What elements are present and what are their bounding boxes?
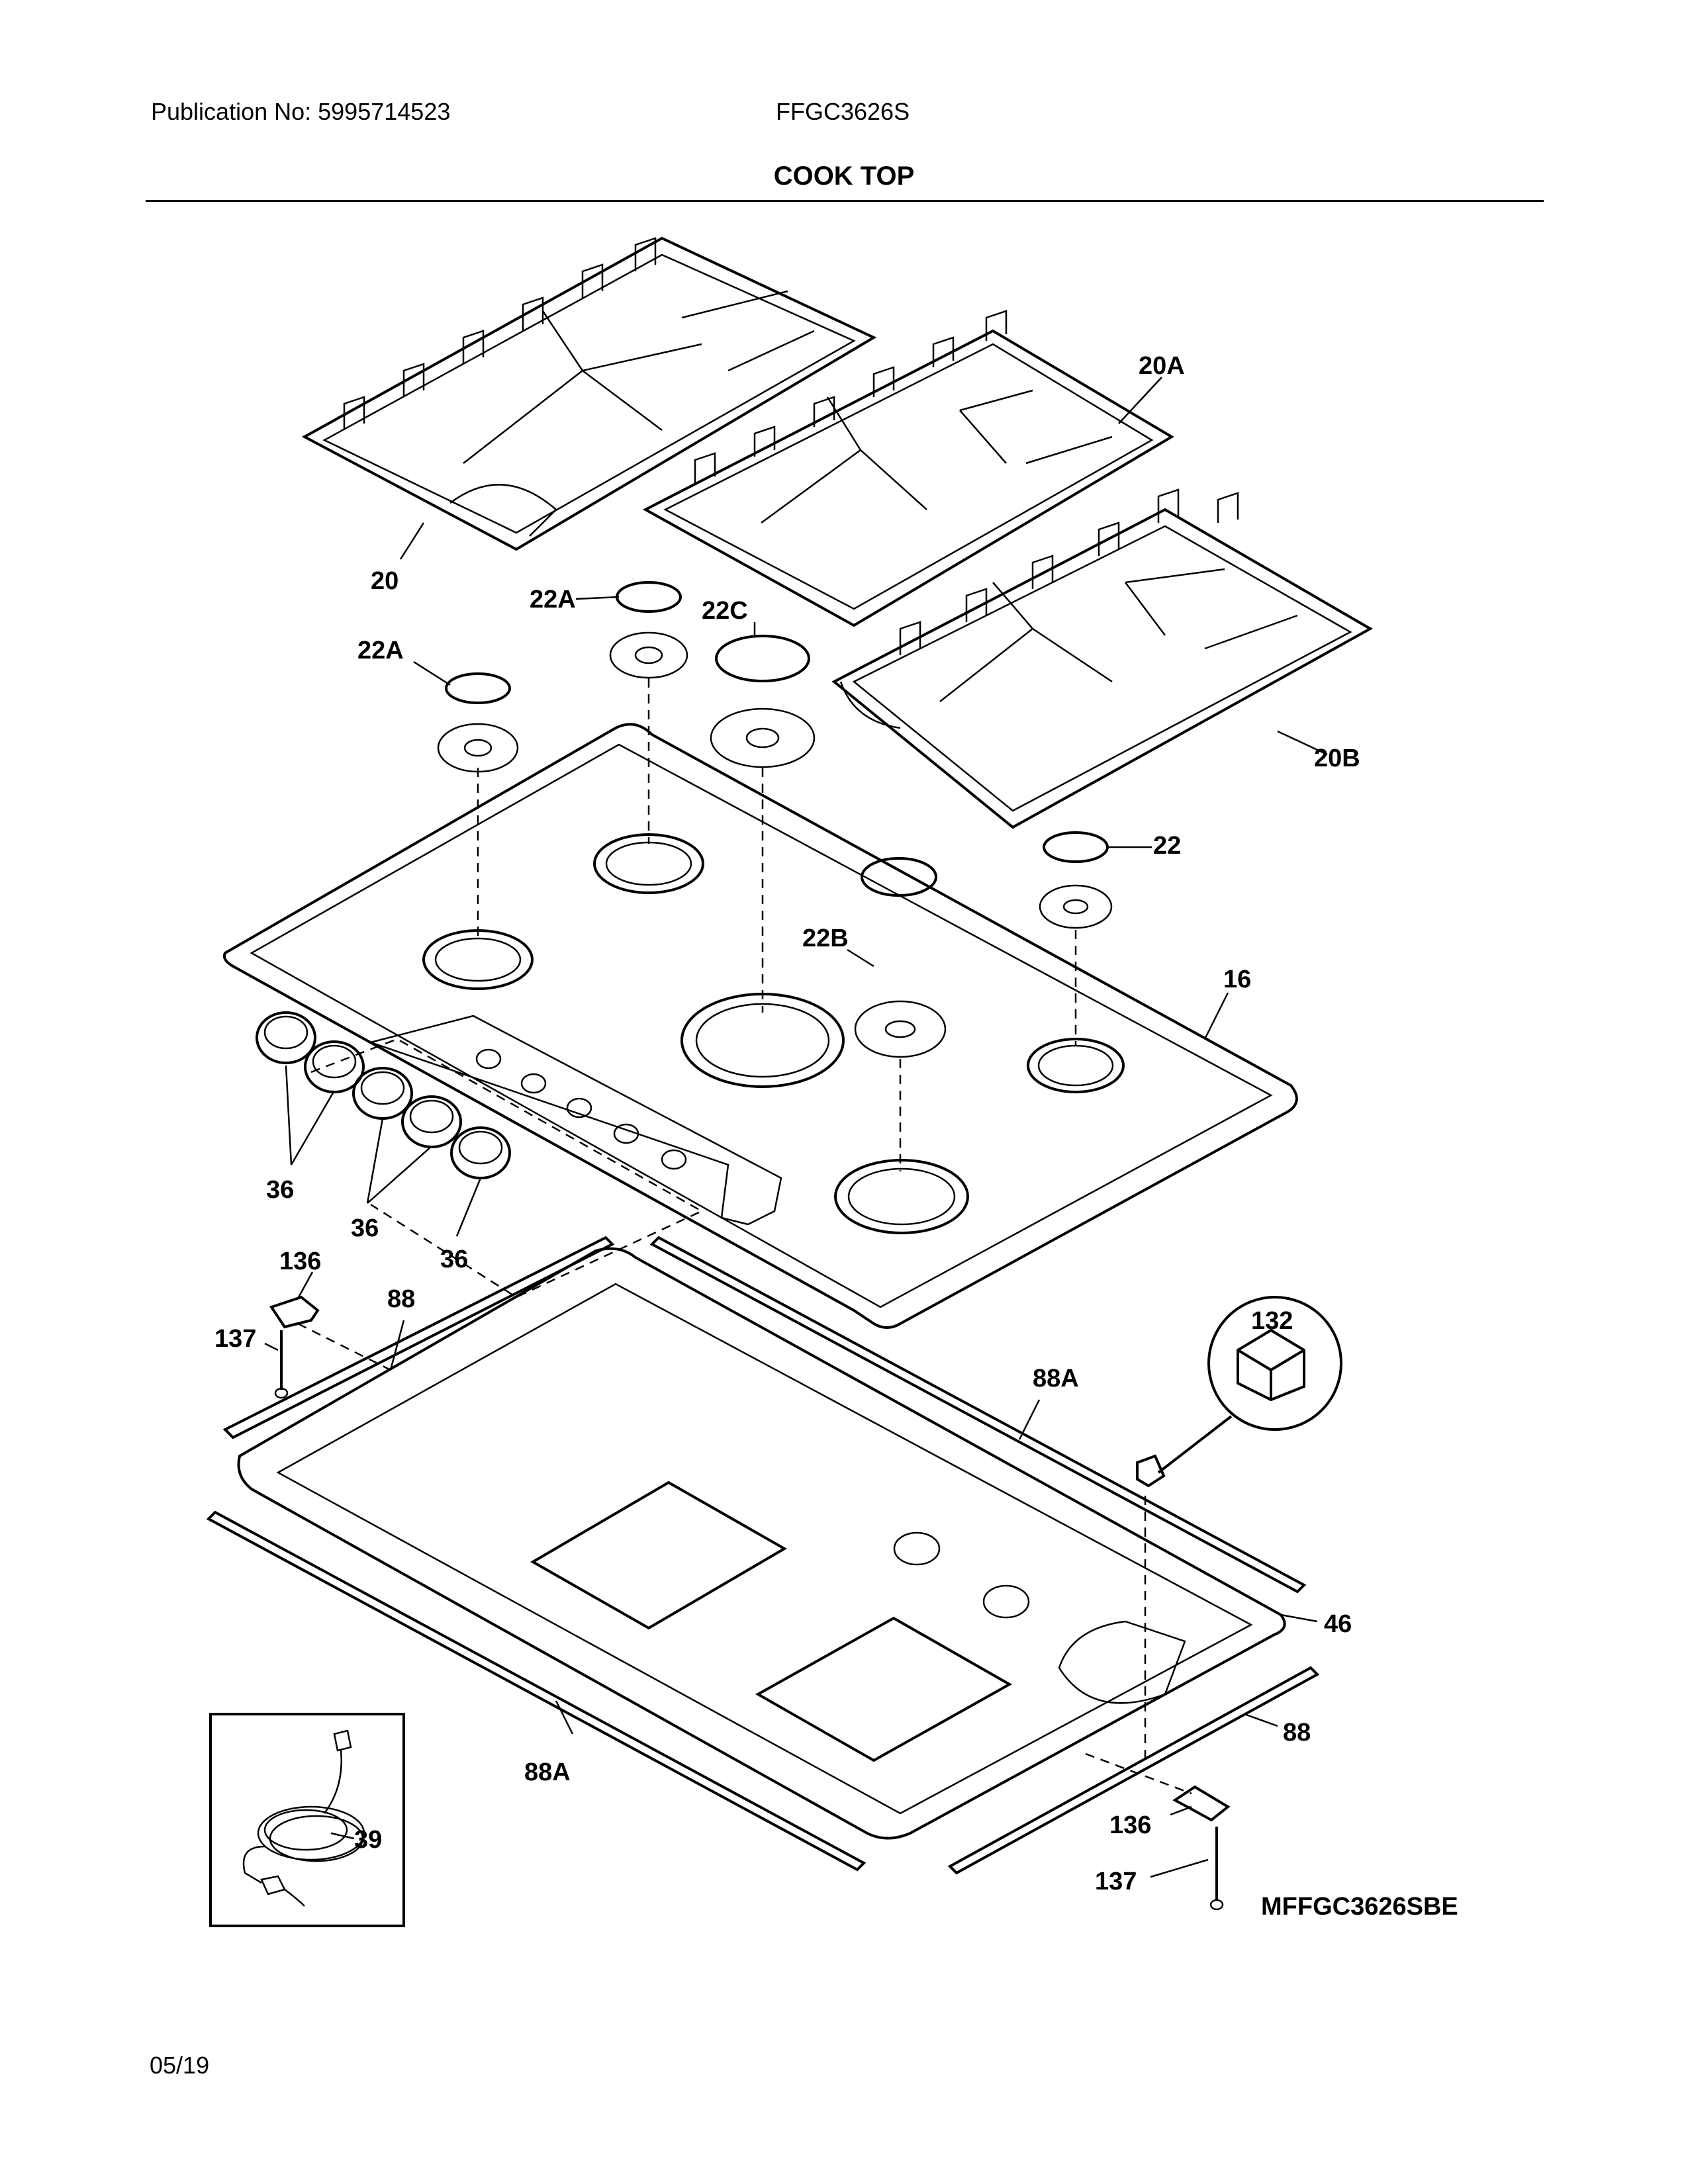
power-cord-inset <box>209 1713 405 1927</box>
grate-20A <box>642 310 1174 627</box>
callout-88A-upper: 88A <box>1033 1365 1079 1392</box>
callout-136-left: 136 <box>279 1248 321 1275</box>
callout-16: 16 <box>1223 966 1251 993</box>
callout-88A-lower: 88A <box>524 1758 571 1786</box>
knobs-36 <box>256 1011 511 1179</box>
burner-box-46 <box>237 1247 1286 1840</box>
publication-date: 05/19 <box>150 2052 210 2079</box>
assembly-lines <box>297 678 1192 1795</box>
page-title: COOK TOP <box>773 161 915 191</box>
burner-caps <box>445 581 1109 897</box>
callout-22: 22 <box>1153 832 1181 860</box>
gaskets <box>206 1236 1320 1875</box>
header-divider <box>146 200 1544 202</box>
callout-20B: 20B <box>1314 745 1360 772</box>
grate-20B <box>831 488 1374 829</box>
leader-lines <box>264 377 1328 1878</box>
cooktop-16 <box>222 723 1298 1329</box>
callout-22A-lower: 22A <box>357 637 404 664</box>
callout-36-left: 36 <box>266 1176 294 1204</box>
detail-132 <box>1136 1296 1342 1488</box>
burner-heads <box>437 631 1113 1058</box>
callout-137-right: 137 <box>1095 1868 1137 1895</box>
callout-22A-upper: 22A <box>530 586 576 614</box>
grate-20 <box>301 236 877 551</box>
brackets-136 <box>269 1295 1231 1822</box>
callout-36-right: 36 <box>440 1246 468 1273</box>
callout-22C: 22C <box>702 597 748 625</box>
callout-46: 46 <box>1324 1610 1352 1638</box>
callout-20: 20 <box>371 567 399 595</box>
publication-number: Publication No: 5995714523 <box>151 98 451 125</box>
screws-137 <box>274 1330 1224 1911</box>
callout-88-upper: 88 <box>387 1285 415 1313</box>
callout-39: 39 <box>354 1826 382 1854</box>
callout-20A: 20A <box>1139 352 1185 380</box>
callout-36-middle: 36 <box>351 1214 379 1242</box>
diagram-code: MFFGC3626SBE <box>1261 1893 1458 1921</box>
callout-88-lower: 88 <box>1283 1719 1311 1747</box>
callout-136-right: 136 <box>1109 1811 1151 1839</box>
callout-137-left: 137 <box>214 1325 256 1353</box>
callout-132: 132 <box>1251 1307 1293 1335</box>
model-number: FFGC3626S <box>776 98 910 125</box>
callout-22B: 22B <box>802 925 849 952</box>
